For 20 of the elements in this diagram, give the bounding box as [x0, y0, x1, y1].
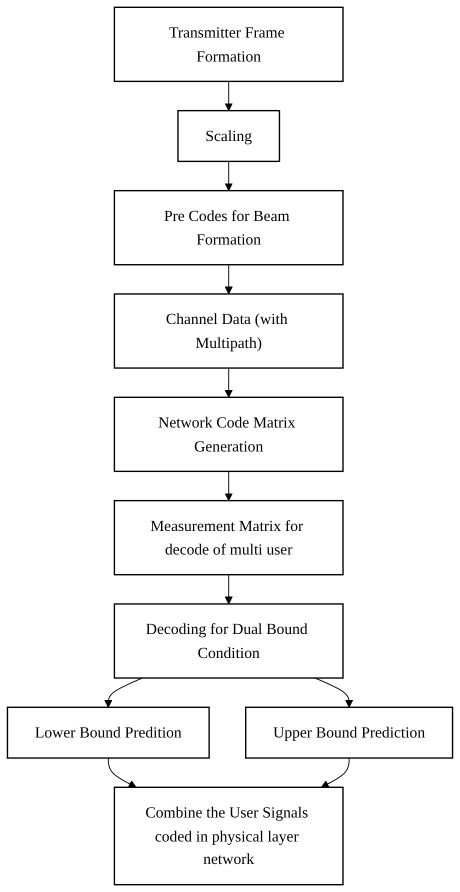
node-box: Lower Bound Predition: [6, 706, 210, 759]
arrow: [224, 368, 233, 398]
arrow: [104, 678, 143, 708]
node-box: Combine the User Signals coded in physical layer network: [114, 786, 344, 886]
arrow: [224, 160, 233, 192]
arrow: [314, 678, 354, 708]
arrow: [224, 80, 233, 111]
node-box: Transmitter Frame Formation: [114, 6, 344, 82]
node-box: Pre Codes for Beam Formation: [114, 190, 344, 266]
arrow: [108, 758, 136, 788]
node-box: Measurement Matrix for decode of multi user: [114, 500, 344, 576]
arrow: [320, 758, 350, 788]
node-box: Decoding for Dual Bound Condition: [114, 603, 344, 679]
node-box: Upper Bound Prediction: [245, 706, 454, 759]
arrow: [224, 470, 233, 501]
node-box: Channel Data (with Multipath): [114, 293, 344, 369]
arrow: [224, 574, 233, 604]
node-box: Scaling: [177, 110, 280, 162]
node-box: Network Code Matrix Generation: [114, 396, 344, 472]
arrow: [224, 264, 233, 294]
